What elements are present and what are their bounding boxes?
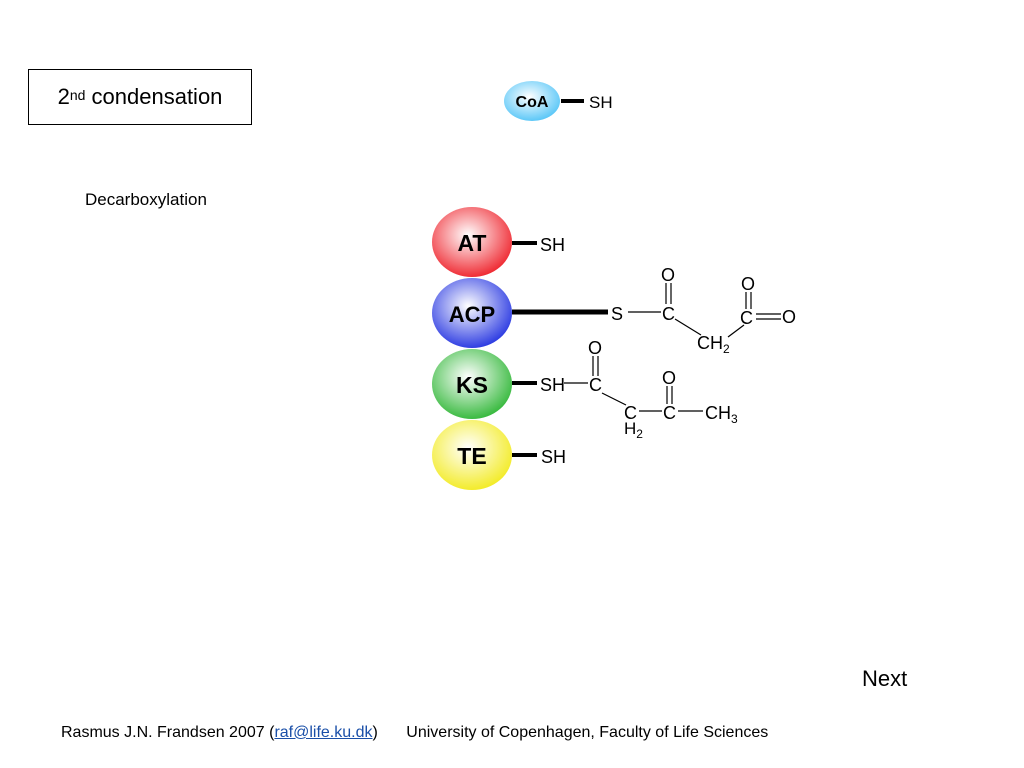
acp-carboxyl-c: C bbox=[740, 308, 753, 328]
te-ellipse bbox=[432, 420, 512, 490]
acp-carboxyl-o2: O bbox=[782, 307, 796, 327]
ks-ch3: CH3 bbox=[705, 403, 738, 426]
footer-email-link[interactable]: raf@life.ku.dk bbox=[274, 724, 373, 741]
next-button[interactable]: Next bbox=[862, 666, 908, 691]
at-sh: SH bbox=[540, 235, 565, 255]
te-sh: SH bbox=[541, 447, 566, 467]
ks-ellipse bbox=[432, 349, 512, 419]
title-superscript: nd bbox=[69, 87, 86, 103]
acp-carboxyl-o1: O bbox=[741, 274, 755, 294]
at-ellipse bbox=[432, 207, 512, 277]
te-label: TE bbox=[457, 443, 486, 469]
ks-label: KS bbox=[456, 372, 488, 398]
title-text: condensation bbox=[91, 84, 223, 109]
ks-c3: C bbox=[663, 403, 676, 423]
footer: Rasmus J.N. Frandsen 2007 (raf@life.ku.d… bbox=[61, 724, 768, 742]
acp-malonyl-chain: C O CH2 C O O bbox=[628, 265, 796, 356]
acp-ch2: CH2 bbox=[697, 333, 730, 356]
acp-s: S bbox=[611, 304, 623, 324]
title-number: 2 bbox=[57, 84, 70, 109]
footer-organization: University of Copenhagen, Faculty of Lif… bbox=[406, 724, 769, 741]
acp-label: ACP bbox=[449, 302, 495, 327]
acp-domain: ACP S bbox=[432, 278, 623, 348]
ks-c1: C bbox=[589, 375, 602, 395]
acp-ellipse bbox=[432, 278, 512, 348]
bond-c1-c2 bbox=[601, 392, 627, 406]
footer-open-paren: ( bbox=[269, 724, 275, 741]
acp-carbonyl-c: C bbox=[662, 304, 675, 324]
bond-c-ch2 bbox=[674, 318, 702, 336]
ks-sh: SH bbox=[540, 375, 565, 395]
ks-domain: KS SH bbox=[432, 349, 565, 419]
step-label: Decarboxylation bbox=[85, 190, 207, 209]
coa-sh: SH bbox=[589, 93, 613, 112]
at-domain: AT SH bbox=[432, 207, 565, 277]
ks-c2: C bbox=[624, 403, 637, 423]
ks-h2: H2 bbox=[624, 419, 643, 441]
bond-ch2-cooh bbox=[727, 324, 745, 338]
coa-ellipse bbox=[504, 81, 560, 121]
coa-group: CoA SH bbox=[504, 81, 613, 121]
ks-o1: O bbox=[588, 338, 602, 358]
footer-close-paren: ) bbox=[372, 724, 378, 741]
at-label: AT bbox=[458, 230, 487, 256]
acp-carbonyl-o: O bbox=[661, 265, 675, 285]
ks-o3: O bbox=[662, 368, 676, 388]
te-domain: TE SH bbox=[432, 420, 566, 490]
footer-author: Rasmus J.N. Frandsen 2007 bbox=[61, 724, 265, 741]
ks-acetoacetyl-chain: C O C H2 C O CH3 bbox=[564, 338, 738, 441]
coa-label: CoA bbox=[516, 94, 549, 111]
